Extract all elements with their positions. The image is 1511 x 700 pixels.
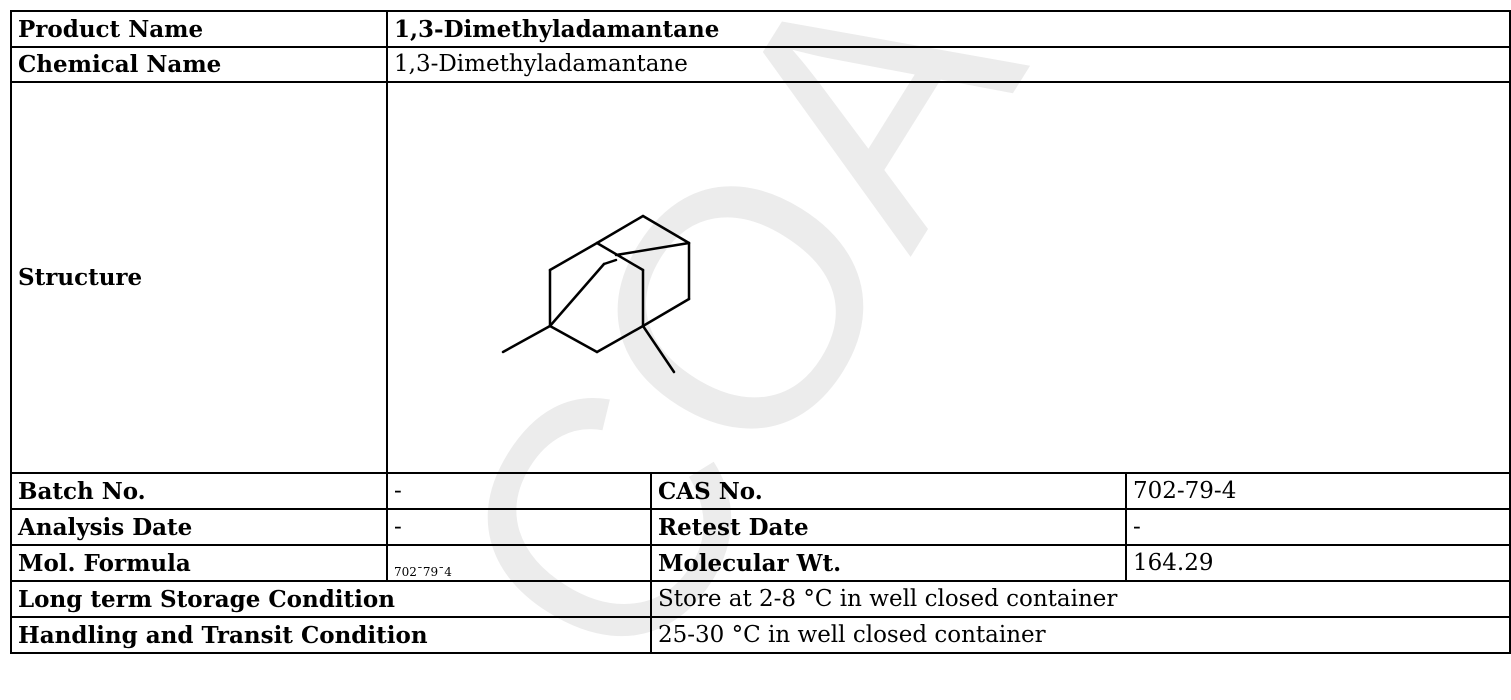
coa-table: Product Name 1,3-Dimethyladamantane Chem… (9, 10, 1511, 654)
analysis-date-label: Analysis Date (9, 508, 389, 546)
structure-label: Structure (9, 81, 389, 474)
product-name-value: 1,3-Dimethyladamantane (386, 10, 1511, 48)
row-chemical-name: Chemical Name 1,3-Dimethyladamantane (9, 46, 1511, 83)
structure-cell (386, 81, 1511, 474)
product-name-label: Product Name (9, 10, 389, 48)
molecule-structure-image (501, 214, 691, 374)
batch-no-value: - (386, 472, 652, 510)
retest-date-value: - (1124, 508, 1511, 546)
cas-no-label: CAS No. (650, 472, 1127, 510)
mol-formula-label: Mol. Formula (9, 544, 389, 582)
molecular-wt-value: 164.29 (1124, 544, 1511, 582)
handling-transit-label: Handling and Transit Condition (10, 616, 652, 654)
mol-formula-value: 702¯79¯4 (394, 564, 452, 579)
long-term-storage-label: Long term Storage Condition (10, 580, 652, 618)
chemical-name-label: Chemical Name (9, 46, 389, 83)
cas-no-value: 702-79-4 (1124, 472, 1511, 510)
long-term-storage-value: Store at 2-8 °C in well closed container (650, 580, 1511, 618)
retest-date-label: Retest Date (650, 508, 1127, 546)
handling-transit-value: 25-30 °C in well closed container (650, 616, 1511, 654)
mol-formula-cell: 702¯79¯4 (386, 544, 652, 582)
row-handling-transit: Handling and Transit Condition 25-30 °C … (10, 616, 1511, 654)
row-batch-cas: Batch No. - CAS No. 702-79-4 (9, 472, 1511, 510)
batch-no-label: Batch No. (9, 472, 389, 510)
molecular-wt-label: Molecular Wt. (650, 544, 1127, 582)
chemical-name-value: 1,3-Dimethyladamantane (386, 46, 1511, 83)
row-formula-weight: Mol. Formula 702¯79¯4 Molecular Wt. 164.… (9, 544, 1511, 582)
row-structure: Structure (9, 81, 1511, 474)
row-long-term-storage: Long term Storage Condition Store at 2-8… (10, 580, 1511, 618)
row-dates: Analysis Date - Retest Date - (9, 508, 1511, 546)
row-product-name: Product Name 1,3-Dimethyladamantane (9, 10, 1511, 48)
analysis-date-value: - (386, 508, 652, 546)
